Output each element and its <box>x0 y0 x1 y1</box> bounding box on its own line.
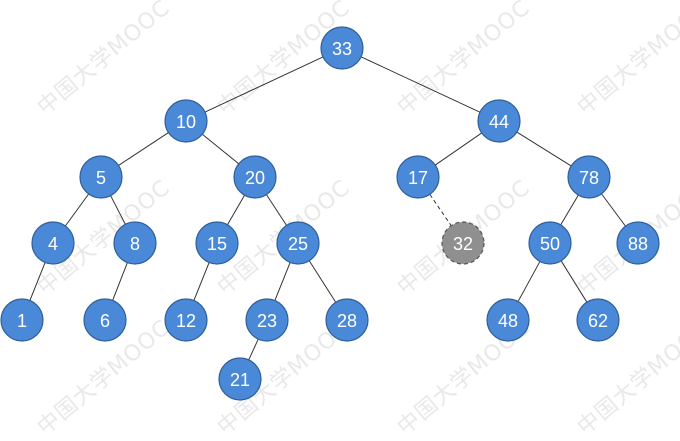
tree-node-circle <box>477 99 521 143</box>
tree-node-label: 8 <box>130 234 140 254</box>
tree-node-label: 62 <box>588 311 608 331</box>
tree-node: 5 <box>79 155 123 199</box>
tree-node-circle <box>325 298 369 342</box>
tree-node: 33 <box>320 26 364 70</box>
tree-node-circle <box>164 298 208 342</box>
tree-node-label: 78 <box>579 168 599 188</box>
tree-node-circle <box>616 221 660 265</box>
tree-node-circle <box>164 99 208 143</box>
tree-node-label: 44 <box>489 112 509 132</box>
tree-node: 88 <box>616 221 660 265</box>
tree-edge <box>227 194 245 226</box>
tree-node-circle <box>396 155 440 199</box>
tree-node-circle <box>276 221 320 265</box>
tree-node-label: 50 <box>540 234 560 254</box>
tree-node-circle <box>83 298 127 342</box>
tree-edge <box>266 194 287 226</box>
tree-edge <box>429 194 452 226</box>
tree-edge <box>560 194 579 226</box>
tree-node: 44 <box>477 99 521 143</box>
tree-node: 28 <box>325 298 369 342</box>
tree-edge <box>308 260 337 303</box>
tree-node-label: 6 <box>100 311 110 331</box>
tree-node-circle <box>218 357 262 401</box>
tree-node-circle <box>113 221 157 265</box>
tree-edge <box>516 131 572 167</box>
tree-edge <box>434 132 483 166</box>
tree-node-label: 23 <box>257 311 277 331</box>
tree-node-label: 5 <box>96 168 106 188</box>
tree-node: 4 <box>31 221 75 265</box>
tree-node: 21 <box>218 357 262 401</box>
tree-edge <box>560 260 588 303</box>
tree-node-label: 15 <box>207 234 227 254</box>
tree-node: 1 <box>0 298 44 342</box>
tree-edge <box>29 262 46 301</box>
tree-edge <box>118 132 169 166</box>
tree-node-ghost: 32 <box>441 221 485 265</box>
tree-node: 17 <box>396 155 440 199</box>
tree-node: 48 <box>486 298 530 342</box>
tree-node-label: 12 <box>176 311 196 331</box>
tree-node: 12 <box>164 298 208 342</box>
tree-edge <box>64 193 90 227</box>
tree-node-circle <box>441 221 485 265</box>
tree-edge <box>248 338 259 361</box>
tree-node-circle <box>0 298 44 342</box>
tree-edges <box>29 56 626 361</box>
tree-node-label: 33 <box>332 39 352 59</box>
tree-node: 15 <box>195 221 239 265</box>
tree-node-label: 20 <box>245 168 265 188</box>
tree-edge <box>204 56 324 113</box>
tree-node: 8 <box>113 221 157 265</box>
tree-edge <box>112 262 128 301</box>
tree-node-circle <box>195 221 239 265</box>
tree-node-circle <box>576 298 620 342</box>
tree-edge <box>360 56 481 113</box>
tree-edge <box>274 262 291 301</box>
tree-node: 25 <box>276 221 320 265</box>
tree-node-label: 1 <box>17 311 27 331</box>
tree-node-circle <box>528 221 572 265</box>
tree-node-circle <box>233 155 277 199</box>
tree-node-label: 17 <box>408 168 428 188</box>
tree-node: 62 <box>576 298 620 342</box>
tree-node-label: 21 <box>230 370 250 390</box>
tree-node-circle <box>79 155 123 199</box>
tree-edge <box>601 193 626 227</box>
tree-node: 50 <box>528 221 572 265</box>
tree-node: 20 <box>233 155 277 199</box>
tree-node-circle <box>567 155 611 199</box>
tree-node-circle <box>245 298 289 342</box>
tree-node: 23 <box>245 298 289 342</box>
tree-node-circle <box>31 221 75 265</box>
tree-node-label: 25 <box>288 234 308 254</box>
tree-node-circle <box>486 298 530 342</box>
tree-node-label: 32 <box>453 234 473 254</box>
tree-node: 10 <box>164 99 208 143</box>
tree-node-label: 48 <box>498 311 518 331</box>
tree-node-label: 4 <box>48 234 58 254</box>
tree-edge <box>193 262 210 301</box>
tree-node: 78 <box>567 155 611 199</box>
tree-edge <box>110 195 126 225</box>
tree-node-circle <box>320 26 364 70</box>
tree-node-label: 10 <box>176 112 196 132</box>
tree-node-label: 28 <box>337 311 357 331</box>
tree-node: 6 <box>83 298 127 342</box>
tree-node-label: 88 <box>628 234 648 254</box>
tree-edge <box>517 261 541 302</box>
tree-edge <box>201 133 240 165</box>
